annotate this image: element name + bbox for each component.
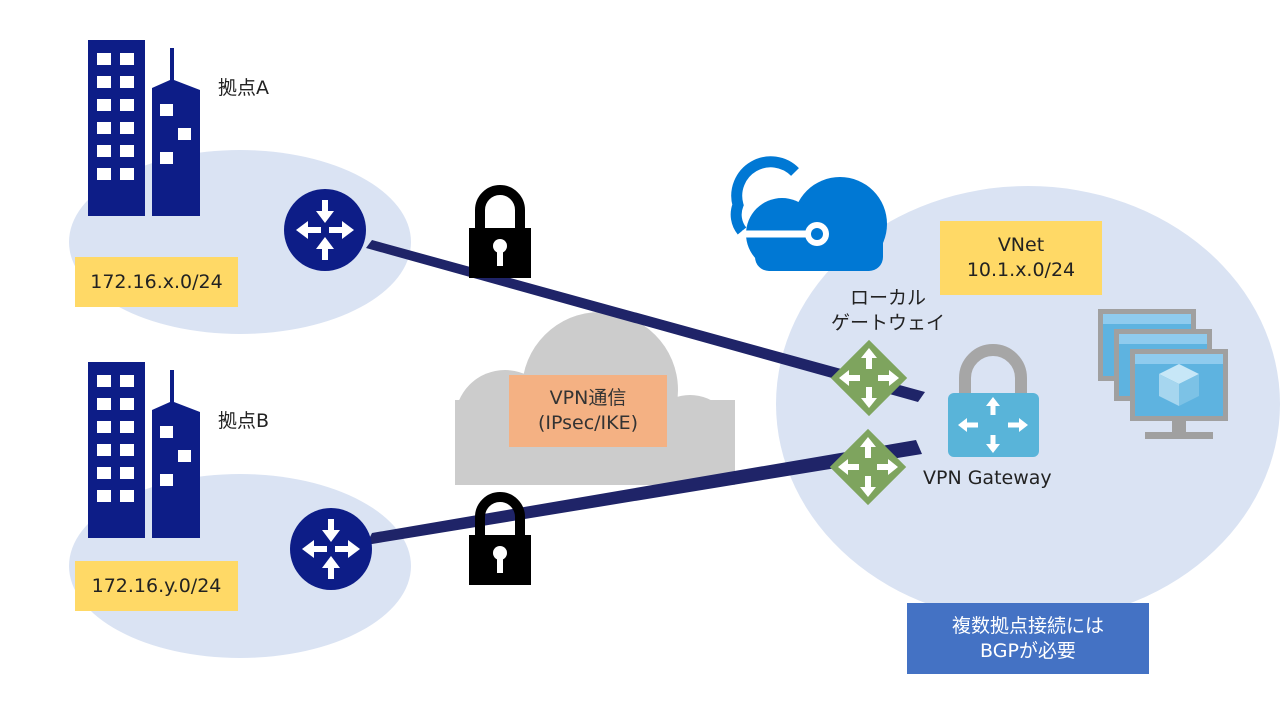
site-a-label: 拠点A [218, 77, 269, 99]
vpn-gateway-icon [948, 344, 1039, 457]
local-gateway-line2: ゲートウェイ [830, 311, 945, 334]
site-b-label: 拠点B [218, 410, 270, 432]
vpn-tunnel-a [366, 240, 925, 402]
vpn-communication-line1: VPN通信 [549, 387, 627, 410]
vpn-tunnel-b [366, 440, 922, 545]
site-a-subnet: 172.16.x.0/24 [75, 257, 238, 307]
local-gateway-line1: ローカル [849, 287, 926, 309]
lock-icon [469, 497, 531, 585]
site-a-subnet-text: 172.16.x.0/24 [90, 270, 223, 293]
building-icon [88, 40, 200, 216]
bgp-note-line2: BGPが必要 [980, 639, 1076, 662]
vpn-communication-label: VPN通信 (IPsec/IKE) [509, 375, 667, 447]
router-icon [284, 189, 366, 271]
bgp-note-line1: 複数拠点接続には [951, 614, 1104, 637]
site-b-subnet-text: 172.16.y.0/24 [91, 574, 222, 597]
site-b-subnet: 172.16.y.0/24 [75, 561, 238, 611]
building-icon [88, 362, 200, 538]
azure-cloud-icon [730, 156, 887, 271]
bgp-note: 複数拠点接続には BGPが必要 [907, 603, 1149, 674]
vnet-label: VNet 10.1.x.0/24 [940, 221, 1102, 295]
lock-icon [469, 190, 531, 278]
vpn-communication-line2: (IPsec/IKE) [537, 412, 639, 434]
vnet-subnet: 10.1.x.0/24 [966, 259, 1076, 281]
router-icon [290, 508, 372, 590]
vpn-gateway-label: VPN Gateway [923, 467, 1052, 489]
vm-icon [1098, 309, 1228, 439]
vnet-title: VNet [997, 234, 1045, 257]
local-gateway-label: ローカル ゲートウェイ [826, 286, 950, 335]
